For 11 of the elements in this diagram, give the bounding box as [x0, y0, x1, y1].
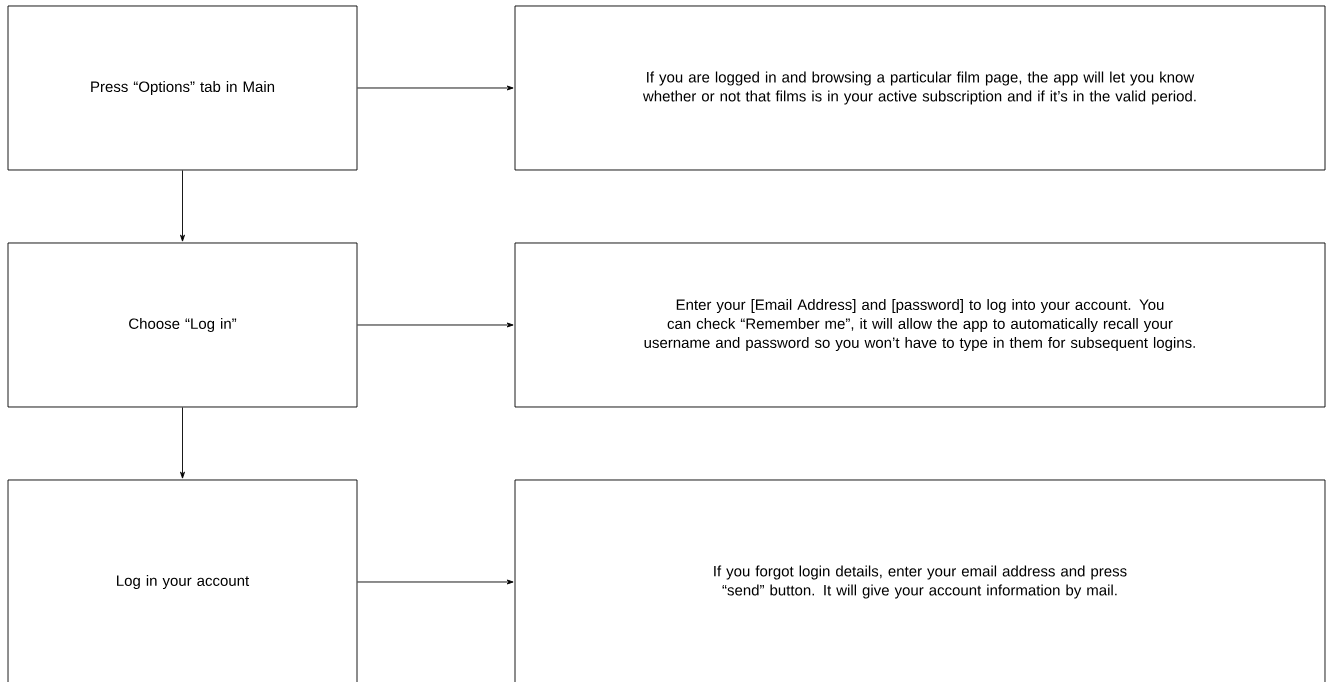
arrow — [357, 85, 514, 91]
arrow — [180, 407, 185, 479]
process-box: If you are logged in and browsing a particular film page, the app will let you know whether or not that films is in your active subscription and if it’s in the valid period. — [514, 5, 1326, 171]
process-box: Choose “Log in” — [7, 242, 358, 408]
process-box: If you forgot login details, enter your email address and press “send” button. It will give your account information by mail. — [514, 479, 1326, 682]
process-box: Press “Options” tab in Main — [7, 5, 358, 171]
arrow — [357, 579, 514, 585]
process-box: Log in your account — [7, 479, 358, 682]
arrow — [180, 170, 185, 242]
arrow — [357, 322, 514, 328]
process-box: Enter your [Email Address] and [password] to log into your account. You can check “Remember me”, it will allow the app to automatically recall your username and password so you won’t have to type in them for subsequent logins. — [514, 242, 1326, 408]
